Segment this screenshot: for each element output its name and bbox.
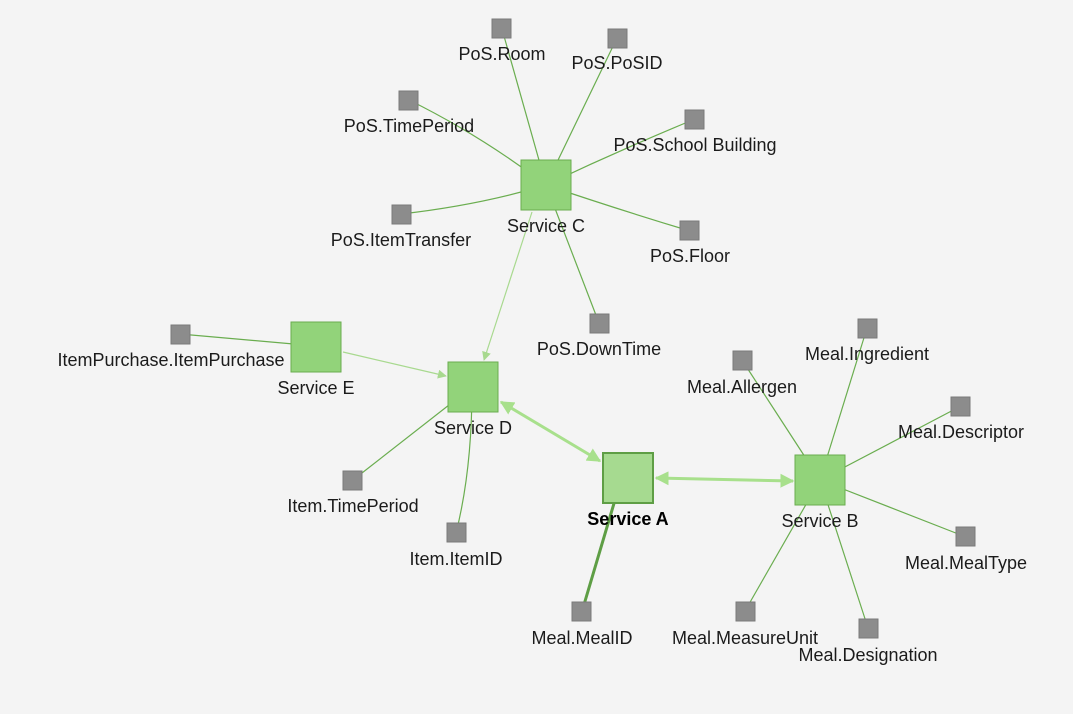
entity-label-pos-itemtransfer: PoS.ItemTransfer (331, 230, 471, 250)
entity-label-pos-downtime: PoS.DownTime (537, 339, 661, 359)
service-nodes: Service C Service E Service D Service A … (277, 159, 859, 531)
service-label-e: Service E (277, 378, 354, 398)
entity-node-meal-designation[interactable] (858, 618, 879, 639)
edge-a-meal-mealid (581, 499, 617, 609)
service-node-b[interactable] (794, 454, 846, 506)
entity-node-pos-timeperiod[interactable] (398, 90, 419, 111)
entity-label-pos-floor: PoS.Floor (650, 246, 730, 266)
entity-node-pos-floor[interactable] (679, 220, 700, 241)
entity-node-item-timeperiod[interactable] (342, 470, 363, 491)
service-label-a: Service A (587, 509, 668, 529)
entity-node-pos-schoolbuilding[interactable] (684, 109, 705, 130)
entity-label-pos-posid: PoS.PoSID (571, 53, 662, 73)
entity-label-meal-allergen: Meal.Allergen (687, 377, 797, 397)
entity-label-item-timeperiod: Item.TimePeriod (287, 496, 418, 516)
service-label-b: Service B (781, 511, 858, 531)
entity-label-meal-mealtype: Meal.MealType (905, 553, 1027, 573)
entity-node-meal-mealid[interactable] (571, 601, 592, 622)
entity-label-itempurchase: ItemPurchase.ItemPurchase (57, 350, 284, 370)
entity-nodes: PoS.Room PoS.PoSID PoS.TimePeriod PoS.Sc… (57, 18, 1027, 665)
service-node-a[interactable] (602, 452, 654, 504)
link-e-to-d (342, 351, 447, 379)
entity-label-meal-mealid: Meal.MealID (531, 628, 632, 648)
service-links (342, 211, 795, 488)
entity-node-meal-mealtype[interactable] (955, 526, 976, 547)
link-a-b (654, 471, 795, 488)
service-node-e[interactable] (290, 321, 342, 373)
service-label-c: Service C (507, 216, 585, 236)
entity-label-pos-room: PoS.Room (458, 44, 545, 64)
entity-node-pos-itemtransfer[interactable] (391, 204, 412, 225)
entity-node-pos-room[interactable] (491, 18, 512, 39)
edge-c-pos-room (501, 28, 547, 186)
service-label-d: Service D (434, 418, 512, 438)
entity-node-pos-posid[interactable] (607, 28, 628, 49)
entity-label-item-itemid: Item.ItemID (409, 549, 502, 569)
entity-node-meal-ingredient[interactable] (857, 318, 878, 339)
entity-node-item-itemid[interactable] (446, 522, 467, 543)
entity-label-pos-schoolbuilding: PoS.School Building (613, 135, 776, 155)
entity-node-meal-allergen[interactable] (732, 350, 753, 371)
link-c-to-d (482, 211, 533, 361)
entity-node-itempurchase[interactable] (170, 324, 191, 345)
entity-label-meal-descriptor: Meal.Descriptor (898, 422, 1024, 442)
service-node-d[interactable] (447, 361, 499, 413)
entity-label-meal-designation: Meal.Designation (798, 645, 937, 665)
entity-node-pos-downtime[interactable] (589, 313, 610, 334)
service-node-c[interactable] (520, 159, 572, 211)
service-b-entity-edges (741, 327, 967, 629)
entity-node-meal-measureunit[interactable] (735, 601, 756, 622)
entity-label-meal-ingredient: Meal.Ingredient (805, 344, 929, 364)
entity-node-meal-descriptor[interactable] (950, 396, 971, 417)
entity-label-pos-timeperiod: PoS.TimePeriod (344, 116, 474, 136)
entity-label-meal-measureunit: Meal.MeasureUnit (672, 628, 818, 648)
link-d-a (499, 400, 602, 463)
